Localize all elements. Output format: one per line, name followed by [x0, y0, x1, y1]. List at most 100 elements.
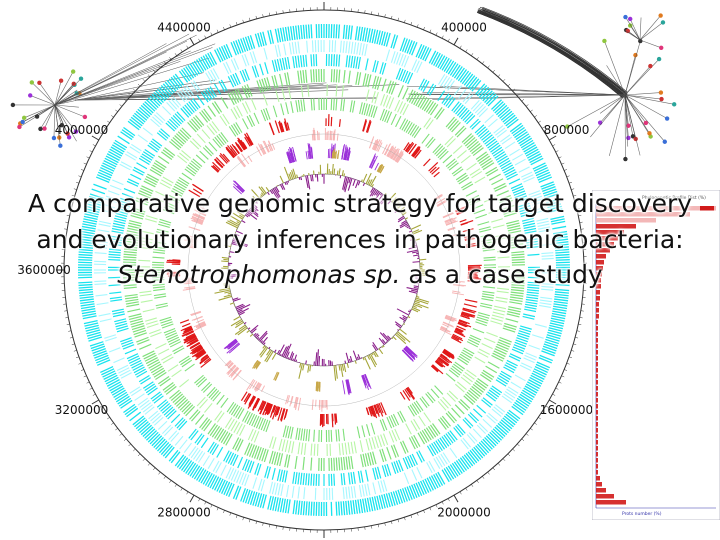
ring-green-light [253, 431, 260, 443]
ring-green-inner [363, 103, 368, 116]
ring-cyan-inner [456, 423, 466, 434]
ring-cyan-light [539, 304, 552, 308]
ring-cyan-inner [144, 148, 156, 157]
network-edge [624, 94, 634, 137]
histogram-bar [596, 314, 599, 319]
histogram-bars [595, 204, 716, 509]
ring-green-inner [290, 426, 294, 439]
ring-green-light [483, 337, 496, 344]
ring-green-light [402, 104, 409, 116]
ring-cyan-light [193, 80, 201, 91]
ring-green-outer [408, 437, 416, 450]
ring-cyan-outer [531, 372, 545, 380]
ring-cyan-outer [457, 69, 468, 82]
ring-green-inner [218, 133, 227, 144]
ring-green-outer [124, 293, 138, 297]
ring-green-light [300, 85, 304, 98]
ring-pink-clusters [294, 397, 299, 409]
ring-cyan-inner [500, 162, 512, 170]
ring-cyan-outer [529, 155, 543, 164]
ring-guide [187, 133, 461, 407]
ring-green-inner [370, 105, 376, 118]
ring-green-inner [280, 103, 285, 116]
axis-tick [435, 32, 438, 36]
ring-cyan-outer [399, 488, 406, 503]
gc-skew-bar [258, 330, 268, 341]
ring-red-clusters [451, 335, 460, 341]
ring-green-outer [170, 391, 182, 401]
ring-cyan-outer [337, 24, 341, 39]
ring-green-inner [473, 209, 486, 215]
ring-green-outer [286, 72, 291, 86]
ring-green-light [365, 438, 370, 451]
ring-cyan-outer [503, 114, 516, 125]
ring-cyan-light [108, 347, 121, 353]
axis-tick [404, 19, 406, 23]
ring-cyan-outer [519, 393, 533, 403]
ring-cyan-outer [554, 241, 569, 244]
ring-pink-clusters [195, 322, 206, 328]
gc-skew-bar [271, 352, 277, 360]
gc-skew-bar [412, 229, 420, 233]
ring-green-outer [201, 110, 211, 122]
ring-green-inner [248, 413, 256, 426]
gc-skew-bar [412, 261, 420, 263]
ring-green-outer [279, 453, 284, 467]
ring-green-outer [498, 339, 511, 346]
ring-red-clusters [335, 413, 338, 423]
ring-red-clusters [375, 403, 381, 414]
ring-cyan-light [486, 414, 496, 424]
axis-tick [269, 12, 271, 16]
ring-green-light [394, 428, 401, 441]
ring-red-clusters [268, 404, 273, 414]
gc-skew-bar [414, 300, 420, 304]
ring-green-light [192, 138, 202, 148]
ring-pink-clusters [183, 280, 195, 283]
ring-green-outer [279, 73, 284, 87]
ring-green-outer [468, 141, 479, 151]
ring-cyan-outer [209, 475, 218, 489]
histogram-bar [596, 464, 598, 469]
gc-skew-bar [368, 354, 377, 368]
ring-cyan-outer [87, 334, 102, 340]
ring-red-clusters [240, 391, 248, 401]
network-node [65, 131, 70, 136]
ring-green-outer [149, 363, 162, 372]
gc-skew-bar [354, 360, 357, 364]
ring-green-inner [204, 145, 214, 155]
gc-skew-bar [362, 173, 368, 183]
gc-skew-bar [382, 345, 385, 348]
ring-cyan-outer [555, 279, 570, 281]
ring-cyan-inner [335, 54, 338, 67]
gc-skew-bar [374, 351, 379, 358]
ring-green-outer [124, 296, 139, 300]
ring-cyan-inner [184, 104, 193, 115]
ring-cyan-outer [78, 251, 93, 254]
ring-green-inner [154, 241, 167, 245]
ring-cyan-outer [187, 64, 197, 78]
ring-green-inner [399, 118, 406, 130]
axis-tick [575, 201, 579, 203]
ring-pink-clusters [246, 379, 255, 391]
ring-cyan-outer [157, 88, 168, 100]
ring-green-outer [466, 139, 478, 149]
ring-pink-clusters [192, 214, 205, 220]
ring-cyan-outer [552, 310, 567, 315]
ring-green-light [399, 102, 407, 114]
ring-green-inner [190, 160, 201, 169]
gc-skew-bar [293, 354, 298, 362]
ring-cyan-outer [422, 47, 430, 61]
ring-green-light [262, 93, 268, 106]
ring-cyan-outer [254, 492, 260, 507]
ring-cyan-outer [546, 200, 561, 206]
ring-green-light [462, 374, 473, 383]
gc-skew-bar [352, 350, 358, 361]
histogram-bar [596, 296, 600, 301]
gc-skew-bar [251, 189, 261, 200]
ring-red-clusters [362, 120, 368, 132]
ring-green-inner [168, 338, 181, 346]
axis-tick [512, 88, 515, 92]
ring-cyan-outer [297, 500, 301, 515]
ring-green-outer [511, 284, 525, 287]
ring-green-light [204, 402, 213, 413]
